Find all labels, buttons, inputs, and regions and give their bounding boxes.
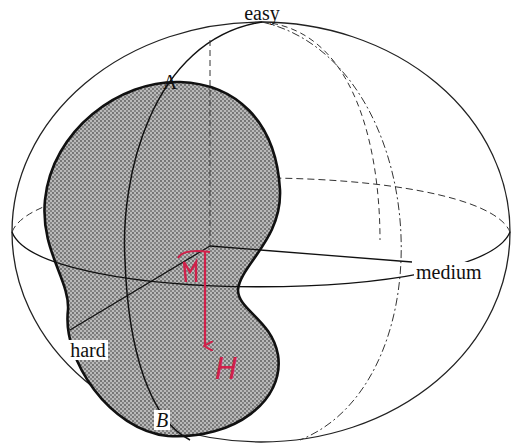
point-label: B: [154, 410, 170, 430]
axis-label: easy: [244, 3, 280, 23]
axis-label: hard: [68, 340, 108, 360]
field-label: H: [215, 354, 238, 384]
point-label: A: [163, 72, 177, 92]
axis-label: medium: [414, 262, 484, 282]
